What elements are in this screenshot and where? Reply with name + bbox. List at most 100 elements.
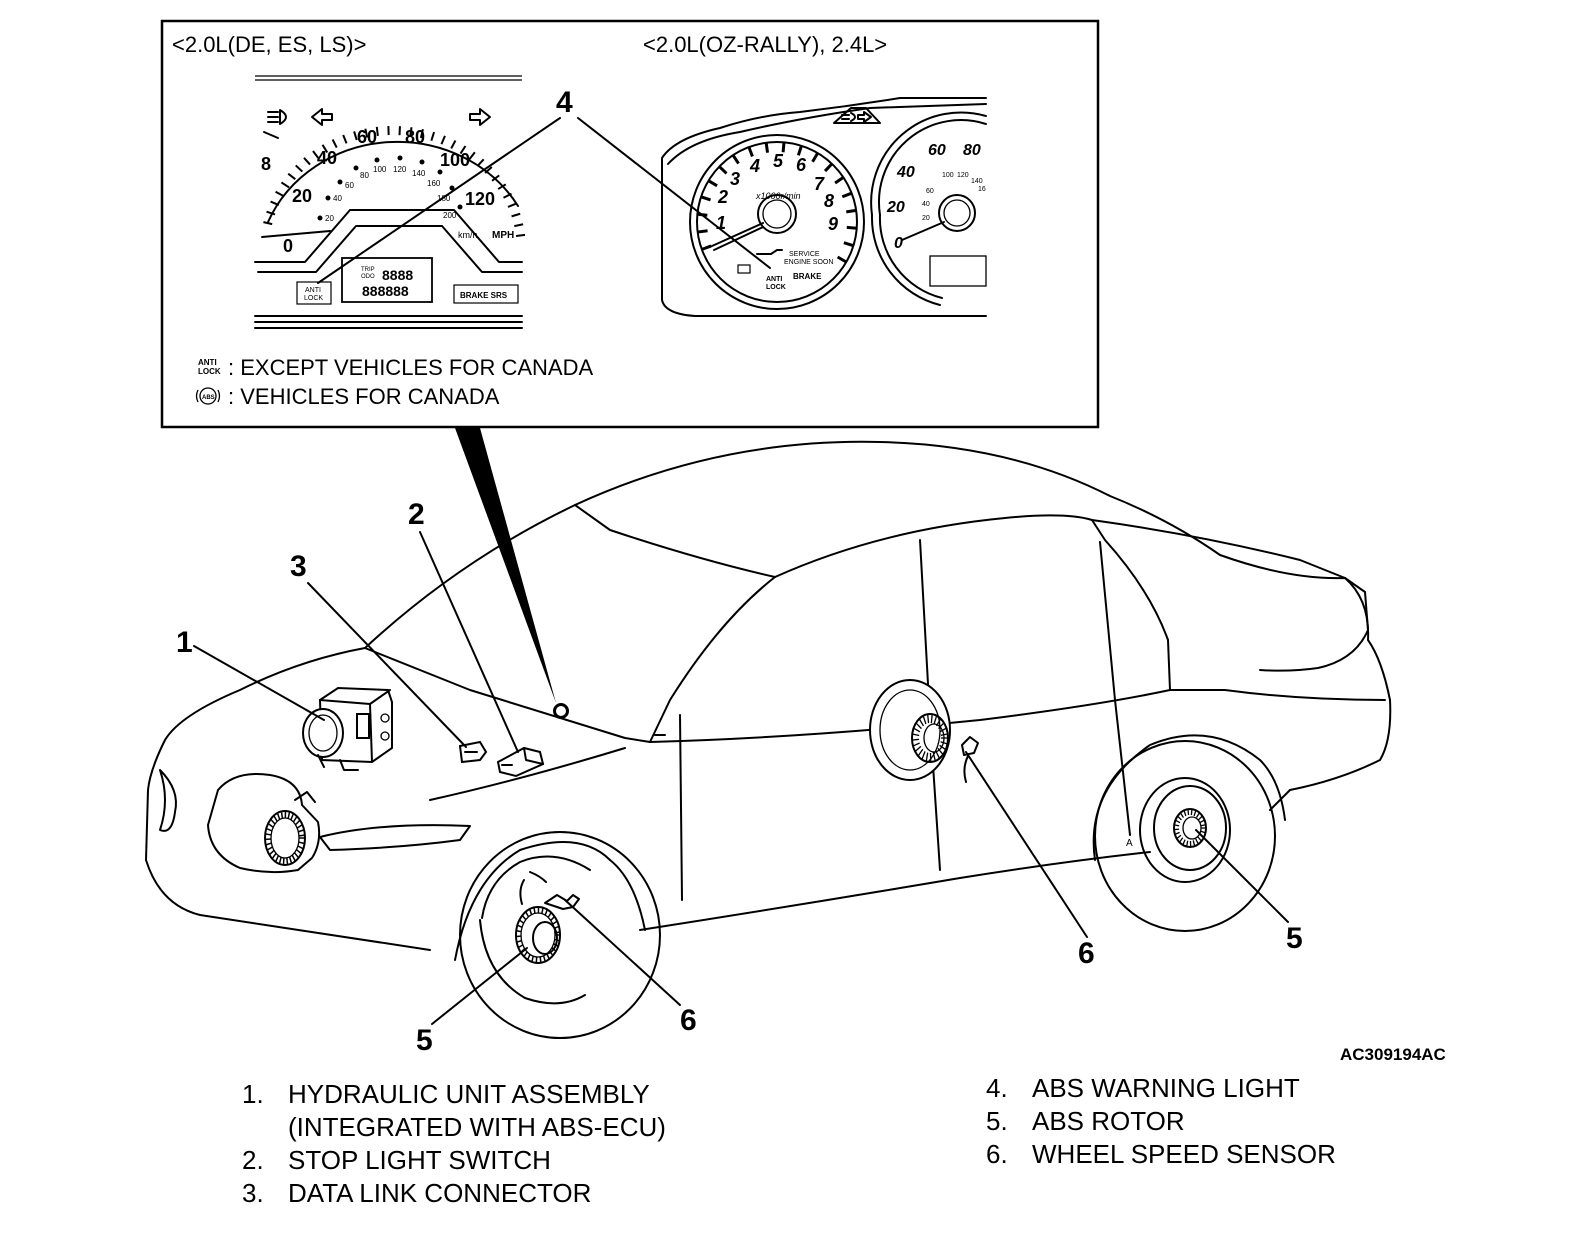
speedometer-tick (476, 158, 485, 167)
front-wheel-speed-sensor (544, 894, 580, 910)
inset-pointer-wedge (455, 428, 556, 703)
rotor-tooth (1187, 809, 1190, 816)
speedo2-small-40: 40 (922, 201, 930, 208)
callout-6-rear-label: 6 (1078, 937, 1095, 970)
rotor-tooth (280, 811, 284, 819)
legend-item-2: 2. STOP LIGHT SWITCH (242, 1144, 666, 1177)
rotor-tooth (287, 811, 291, 819)
legend-num: 6. (986, 1139, 1008, 1169)
speedometer-tick (280, 181, 290, 189)
rotor-tooth (294, 819, 301, 826)
speedo2-40: 40 (896, 164, 915, 181)
note-except-canada: : EXCEPT VEHICLES FOR CANADA (228, 355, 593, 380)
speedometer-tick (303, 157, 311, 166)
rotor-tooth (267, 822, 274, 828)
speedo2-0: 0 (894, 235, 903, 252)
callout-1-label: 1 (176, 626, 193, 659)
tachometer-tick (846, 208, 857, 214)
speedometer-tick (287, 172, 296, 180)
rotor-tooth (548, 950, 554, 957)
speedometer-tick (515, 233, 526, 237)
rotor-tooth (1183, 810, 1187, 817)
rotor-tooth (939, 727, 947, 733)
rotor-tooth (516, 929, 522, 933)
abs-warning-light-location (553, 703, 569, 719)
speedo2-80: 80 (963, 142, 981, 159)
speedometer-tick (364, 128, 369, 138)
legend-num: 5. (986, 1106, 1008, 1136)
rotor-tooth (273, 815, 278, 822)
tacho-anti-label: ANTI (766, 276, 782, 283)
kmh-100: 100 (373, 165, 387, 174)
tacho-6: 6 (796, 155, 807, 175)
rotor-tooth (291, 854, 296, 862)
tachometer-tick (823, 162, 833, 173)
rotor-tooth (290, 813, 295, 821)
rotor-tooth (521, 914, 527, 921)
kmh-180: 180 (437, 194, 451, 203)
rotor-tooth (539, 956, 542, 963)
rotor-tooth (1174, 824, 1180, 827)
speedometer-tick-marks (263, 126, 526, 237)
rotor-tooth (913, 727, 921, 733)
legend-right: 4. ABS WARNING LIGHT 5. ABS ROTOR 6. WHE… (986, 1072, 1336, 1171)
legend-item-3: 3. DATA LINK CONNECTOR (242, 1177, 666, 1210)
turn-signal-left-icon (311, 108, 333, 126)
rotor-tooth (298, 841, 305, 845)
legend-num: 4. (986, 1073, 1008, 1103)
tacho-unit: x1000r/min (755, 191, 801, 201)
unit-kmh: km/h (458, 230, 478, 240)
rotor-tooth (1200, 824, 1206, 827)
abs-symbol-icon: ABS (195, 387, 221, 405)
rotor-tooth (276, 812, 281, 820)
rotor-tooth (288, 856, 293, 864)
speedo-tick-120: 120 (465, 189, 495, 209)
tacho-7: 7 (814, 174, 825, 194)
tacho-9: 9 (828, 214, 838, 234)
speedometer-tick (511, 212, 521, 218)
battery-icon (737, 264, 751, 274)
tacho-8: 8 (824, 191, 834, 211)
speedometer-tick (353, 131, 358, 141)
speedo2-small-20: 20 (922, 215, 930, 222)
note-icon-anti: ANTI (198, 358, 217, 367)
legend-text: ABS WARNING LIGHT (1032, 1073, 1300, 1103)
rotor-tooth (922, 715, 927, 725)
tacho-1: 1 (716, 213, 726, 233)
cluster-hood-outline (254, 209, 523, 263)
kmh-80: 80 (360, 171, 369, 180)
rotor-tooth (937, 747, 944, 756)
speedometer-tick (468, 151, 476, 160)
speedometer-tick (497, 183, 507, 190)
kmh-40: 40 (333, 194, 342, 203)
speedometer-tick (514, 223, 524, 228)
tachometer-tick (747, 146, 754, 157)
front-abs-rotor (515, 906, 561, 964)
rotor-tooth (517, 924, 523, 928)
anti-lock-note-icon: ANTI LOCK (198, 358, 221, 376)
speedometer-tick (430, 131, 436, 141)
variant-label-right: <2.0L(OZ-RALLY), 2.4L> (643, 32, 887, 57)
rotor-tooth (517, 944, 524, 949)
odo-top-digits: 8888 (382, 267, 413, 283)
rotor-tooth (298, 829, 305, 833)
tachometer-tick (843, 241, 854, 248)
speedometer-tick (263, 221, 273, 226)
speedo-tick-60: 60 (357, 127, 377, 147)
speedometer-dial-arc (263, 126, 526, 237)
rotor-tooth (927, 714, 930, 724)
anti-lock-lamp-anti: ANTI (305, 287, 321, 294)
rotor-tooth (554, 931, 560, 934)
rotor-tooth (938, 722, 945, 729)
note-icon-lock: LOCK (198, 367, 221, 376)
unit-mph: MPH (492, 230, 514, 241)
legend-num: 3. (242, 1178, 264, 1208)
legend-text: ABS ROTOR (1032, 1106, 1185, 1136)
rotor-tooth (918, 718, 924, 727)
tachometer-tick (731, 154, 740, 165)
tachometer-tick (697, 229, 708, 234)
speedometer-tick (459, 145, 467, 155)
engine-soon-label: ENGINE SOON (784, 259, 833, 266)
legend-text: STOP LIGHT SWITCH (288, 1145, 551, 1175)
tachometer-tick (700, 195, 712, 202)
